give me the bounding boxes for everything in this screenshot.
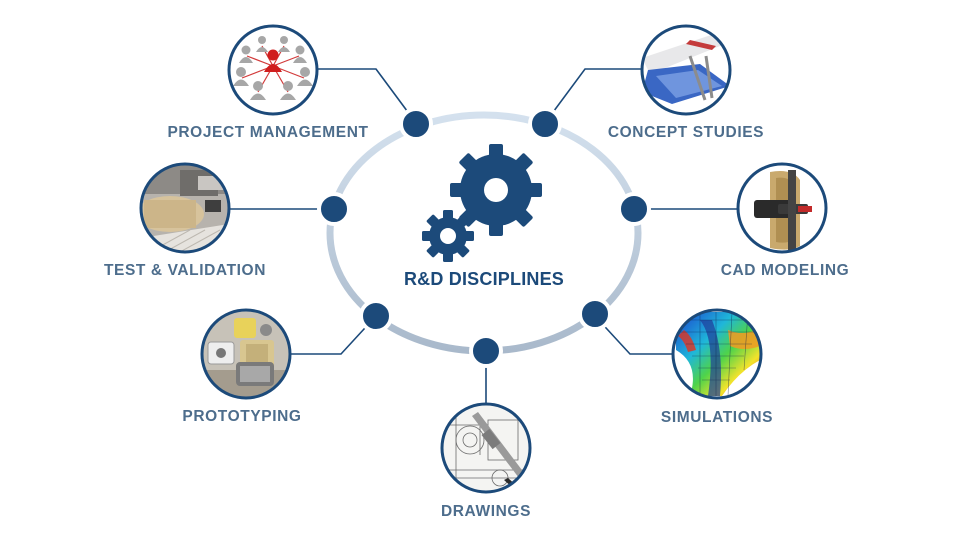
node-test-validation [317,192,351,226]
node-prototyping [359,299,393,333]
people-network-icon [227,24,319,116]
label-cad-modeling: CAD MODELING [721,262,850,279]
wing-concept-icon [640,24,732,116]
connector-lines [229,68,738,404]
node-project-management [399,107,433,141]
node-simulations [578,297,612,331]
cad-part-icon [736,162,828,254]
node-concept-studies [528,107,562,141]
label-simulations: SIMULATIONS [661,409,773,426]
label-concept-studies: CONCEPT STUDIES [608,124,764,141]
connector-project-management [317,68,417,124]
label-test-validation: TEST & VALIDATION [104,262,266,279]
test-rig-icon [139,162,231,254]
connector-simulations [594,315,673,355]
ring-nodes [317,107,651,368]
label-project-management: PROJECT MANAGEMENT [167,124,368,141]
technical-drawing-icon [440,402,532,494]
node-drawings [469,334,503,368]
label-prototyping: PROTOTYPING [182,408,301,425]
diagram-title: R&D DISCIPLINES [404,269,564,289]
fea-simulation-icon [671,308,763,400]
prototype-parts-icon [200,308,292,400]
gears-icon [422,144,542,262]
connector-prototyping [290,315,377,355]
node-cad-modeling [617,192,651,226]
connector-concept-studies [544,68,642,124]
label-drawings: DRAWINGS [441,503,531,520]
